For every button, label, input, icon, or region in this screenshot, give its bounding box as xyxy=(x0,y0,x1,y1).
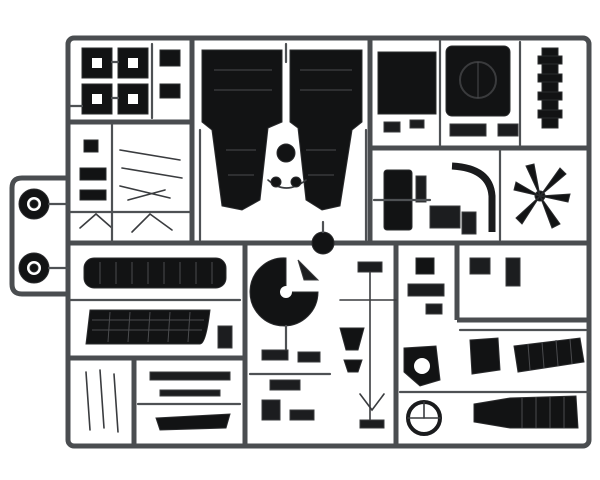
wheel-rim-bottom xyxy=(18,252,50,284)
steering-wheel xyxy=(406,400,442,436)
small-brackets-group xyxy=(68,42,181,120)
wheel-rim-top xyxy=(18,188,50,220)
levers-group xyxy=(68,122,192,244)
fan-and-pipes-group xyxy=(372,148,571,242)
arms-group xyxy=(85,369,242,433)
engine-block-halves xyxy=(198,42,368,242)
sprue-frame xyxy=(65,35,592,449)
exhaust-muffler-bottom xyxy=(473,395,579,429)
grille-pieces xyxy=(68,257,242,349)
radiator-panels-group xyxy=(377,38,563,148)
flywheel-disc xyxy=(248,257,332,421)
exhaust-muffler-top xyxy=(513,337,585,373)
frame-rails xyxy=(339,261,397,429)
steering-and-exhaust-group xyxy=(398,257,592,436)
center-hub xyxy=(311,220,335,255)
valve-cover-block xyxy=(537,47,563,129)
side-tab xyxy=(9,175,70,297)
fan-blades xyxy=(513,163,571,229)
